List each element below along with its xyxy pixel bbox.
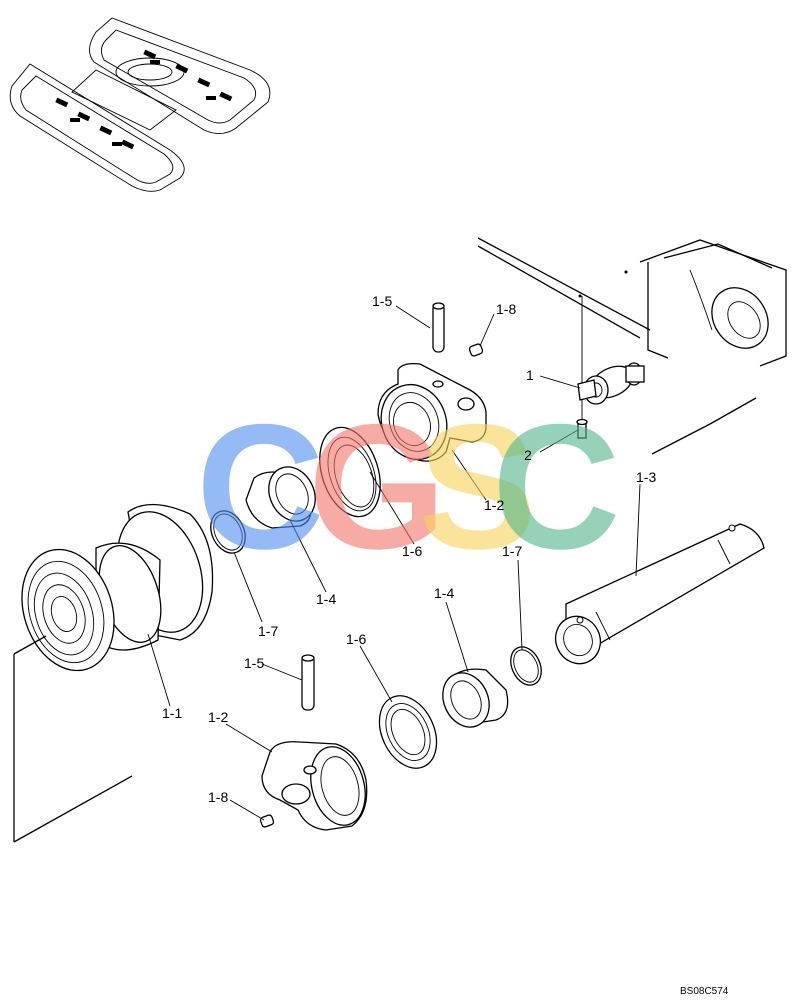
bracket-lower bbox=[261, 741, 368, 831]
assembly-bracket-lines bbox=[13, 397, 757, 843]
callout-1-1: 1-1 bbox=[162, 705, 182, 721]
callout-1-8-lower: 1-8 bbox=[208, 789, 228, 805]
callout-1-5-upper: 1-5 bbox=[372, 293, 392, 309]
callout-1-6-lower: 1-6 bbox=[346, 631, 366, 647]
o-ring-lower bbox=[510, 646, 542, 686]
callout-1-8-upper: 1-8 bbox=[496, 301, 516, 317]
watermark-letter-c1: C bbox=[196, 387, 325, 586]
track-frame bbox=[477, 237, 787, 367]
callout-2: 2 bbox=[524, 447, 532, 463]
callout-1-2-lower: 1-2 bbox=[208, 709, 228, 725]
callout-1-4-lower: 1-4 bbox=[434, 585, 454, 601]
track-roller bbox=[21, 503, 214, 672]
plug-upper bbox=[468, 343, 484, 357]
callout-1-5-lower: 1-5 bbox=[244, 655, 264, 671]
pin-lower bbox=[301, 654, 315, 711]
callout-1-7-lower: 1-7 bbox=[502, 543, 522, 559]
bracket-upper bbox=[377, 362, 487, 462]
o-ring-upper bbox=[210, 510, 246, 554]
callout-1-4-upper: 1-4 bbox=[316, 591, 336, 607]
cgsc-watermark: C G S C bbox=[196, 387, 621, 586]
plug-lower bbox=[259, 814, 275, 828]
bushing-upper bbox=[245, 466, 316, 529]
watermark-letter-c2: C bbox=[492, 387, 621, 586]
seal-lower bbox=[378, 695, 438, 769]
callout-1-6-upper: 1-6 bbox=[402, 543, 422, 559]
drawing-reference-code: BS08C574 bbox=[680, 986, 729, 997]
bushing-lower bbox=[442, 668, 509, 728]
watermark-letter-g: G bbox=[308, 387, 446, 586]
roller-assembly-small bbox=[577, 296, 645, 430]
seal-upper bbox=[319, 426, 381, 518]
watermark-letter-s: S bbox=[418, 387, 537, 586]
callout-1-7-upper: 1-7 bbox=[258, 623, 278, 639]
callout-1-2-upper: 1-2 bbox=[484, 497, 504, 513]
roller-shaft bbox=[554, 523, 765, 665]
pin-upper bbox=[432, 302, 445, 353]
callout-1-3: 1-3 bbox=[636, 469, 656, 485]
leader-lines bbox=[147, 305, 641, 821]
callout-labels: 1-5 1-8 1 2 1-3 1-2 1-6 1-7 1-4 1-4 1-7 … bbox=[162, 293, 656, 805]
callout-1: 1 bbox=[526, 367, 534, 383]
undercarriage-thumbnail bbox=[9, 17, 271, 192]
